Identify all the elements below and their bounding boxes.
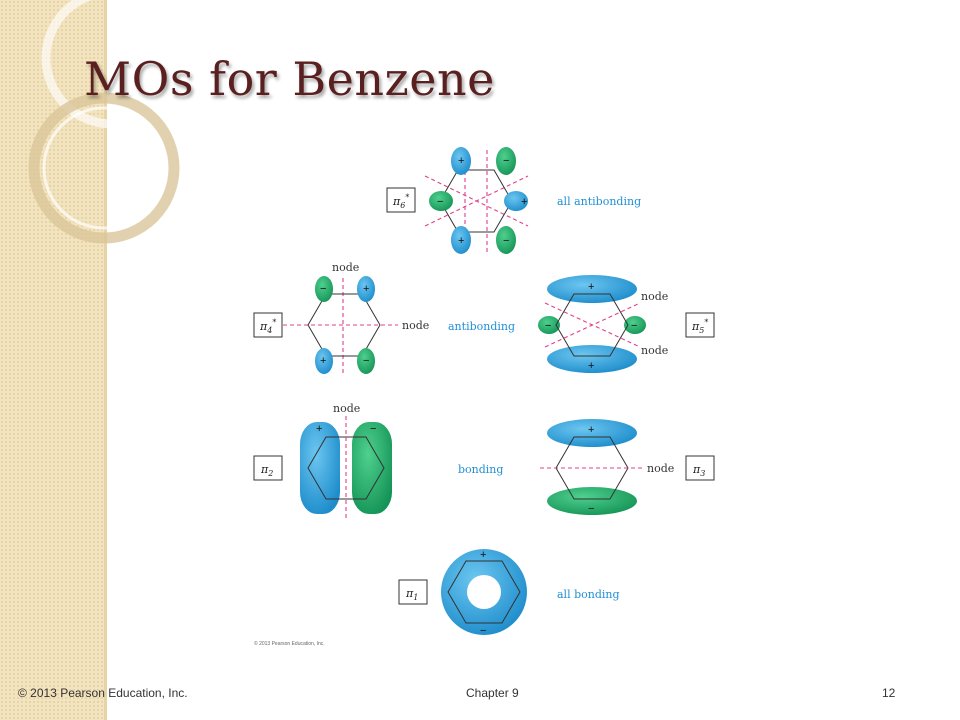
sign-minus: −: [437, 196, 443, 208]
lobe-green: [496, 226, 516, 254]
caption-all-antibonding: all antibonding: [557, 195, 641, 208]
benzene-ring: [555, 293, 629, 357]
orbital-label-box: [253, 455, 283, 481]
orbital-label-pi3: π3: [692, 463, 705, 478]
sign-plus: +: [480, 549, 486, 561]
lobe-blue: [357, 276, 375, 302]
sign-minus: −: [370, 423, 376, 435]
benzene-ring: [307, 436, 385, 500]
sign-plus: +: [458, 235, 464, 247]
lobe-green: [429, 191, 453, 211]
orbital-label-box: [685, 312, 715, 338]
node-label: node: [641, 290, 668, 303]
orbital-label-box: [685, 455, 715, 481]
sign-plus: +: [588, 424, 594, 436]
node-label: node: [332, 261, 359, 274]
figure-credit: © 2013 Pearson Education, Inc.: [254, 641, 325, 647]
orbital-label-pi4: π4*: [259, 318, 276, 335]
lobe-blue: [547, 275, 637, 303]
torus-hole: [467, 575, 501, 609]
benzene-mo-diagram: + − − + + − π6* all antibonding − + + − …: [253, 147, 715, 637]
caption-antibonding: antibonding: [448, 320, 515, 333]
caption-all-bonding: all bonding: [557, 588, 620, 601]
sign-minus: −: [503, 235, 509, 247]
orbital-label-box: [386, 187, 416, 213]
sign-minus: −: [631, 320, 637, 332]
lobe-green: [357, 348, 375, 374]
lobe-blue: [300, 422, 340, 514]
footer-page-number: 12: [882, 686, 896, 700]
sign-minus: −: [588, 503, 594, 515]
sign-minus: −: [545, 320, 551, 332]
benzene-ring: [447, 560, 521, 624]
sign-minus: −: [480, 625, 486, 637]
footer-chapter: Chapter 9: [466, 686, 519, 700]
decorative-circles: [28, 0, 180, 244]
sign-plus: +: [588, 360, 594, 372]
node-lines: [283, 278, 398, 374]
node-lines: [544, 302, 641, 348]
lobe-blue: [451, 147, 471, 175]
lobe-green: [624, 316, 646, 334]
lobe-blue: [504, 191, 528, 211]
node-label: node: [333, 402, 360, 415]
orbital-pi2: + − node π2: [253, 402, 392, 520]
footer-copyright: © 2013 Pearson Education, Inc.: [18, 686, 188, 700]
lobe-blue: [547, 345, 637, 373]
orbital-label-pi1: π1: [405, 587, 418, 602]
lobe-blue: [547, 419, 637, 447]
orbital-pi4: − + + − node node π4*: [253, 261, 429, 374]
lobe-green: [547, 487, 637, 515]
sign-plus: +: [588, 281, 594, 293]
node-label: node: [647, 462, 674, 475]
lobe-green: [315, 276, 333, 302]
lobe-green: [496, 147, 516, 175]
sign-plus: +: [320, 355, 326, 367]
orbital-label-box: [253, 312, 283, 338]
orbital-pi3: + − node π3: [540, 419, 715, 515]
sign-minus: −: [503, 155, 509, 167]
orbital-label-pi2: π2: [260, 463, 273, 478]
orbital-pi1: + − π1 all bonding: [398, 549, 620, 637]
node-label: node: [402, 319, 429, 332]
sign-minus: −: [363, 355, 369, 367]
lobe-blue: [315, 348, 333, 374]
orbital-label-pi5: π5*: [691, 318, 708, 335]
orbital-pi6: + − − + + − π6* all antibonding: [386, 147, 641, 254]
sign-plus: +: [363, 283, 369, 295]
orbital-pi5: + + − − node node π5*: [538, 275, 715, 373]
page-title: MOs for Benzene: [84, 52, 495, 106]
sign-minus: −: [320, 283, 326, 295]
orbital-label-box: [398, 579, 428, 605]
sign-plus: +: [521, 196, 527, 208]
sidebar-edge: [104, 0, 107, 720]
lobe-green: [538, 316, 560, 334]
lobe-blue: [451, 226, 471, 254]
caption-bonding: bonding: [458, 463, 503, 476]
sign-plus: +: [458, 155, 464, 167]
orbital-label-pi6: π6*: [392, 193, 409, 210]
node-label: node: [641, 344, 668, 357]
lobe-green: [352, 422, 392, 514]
sign-plus: +: [316, 423, 322, 435]
